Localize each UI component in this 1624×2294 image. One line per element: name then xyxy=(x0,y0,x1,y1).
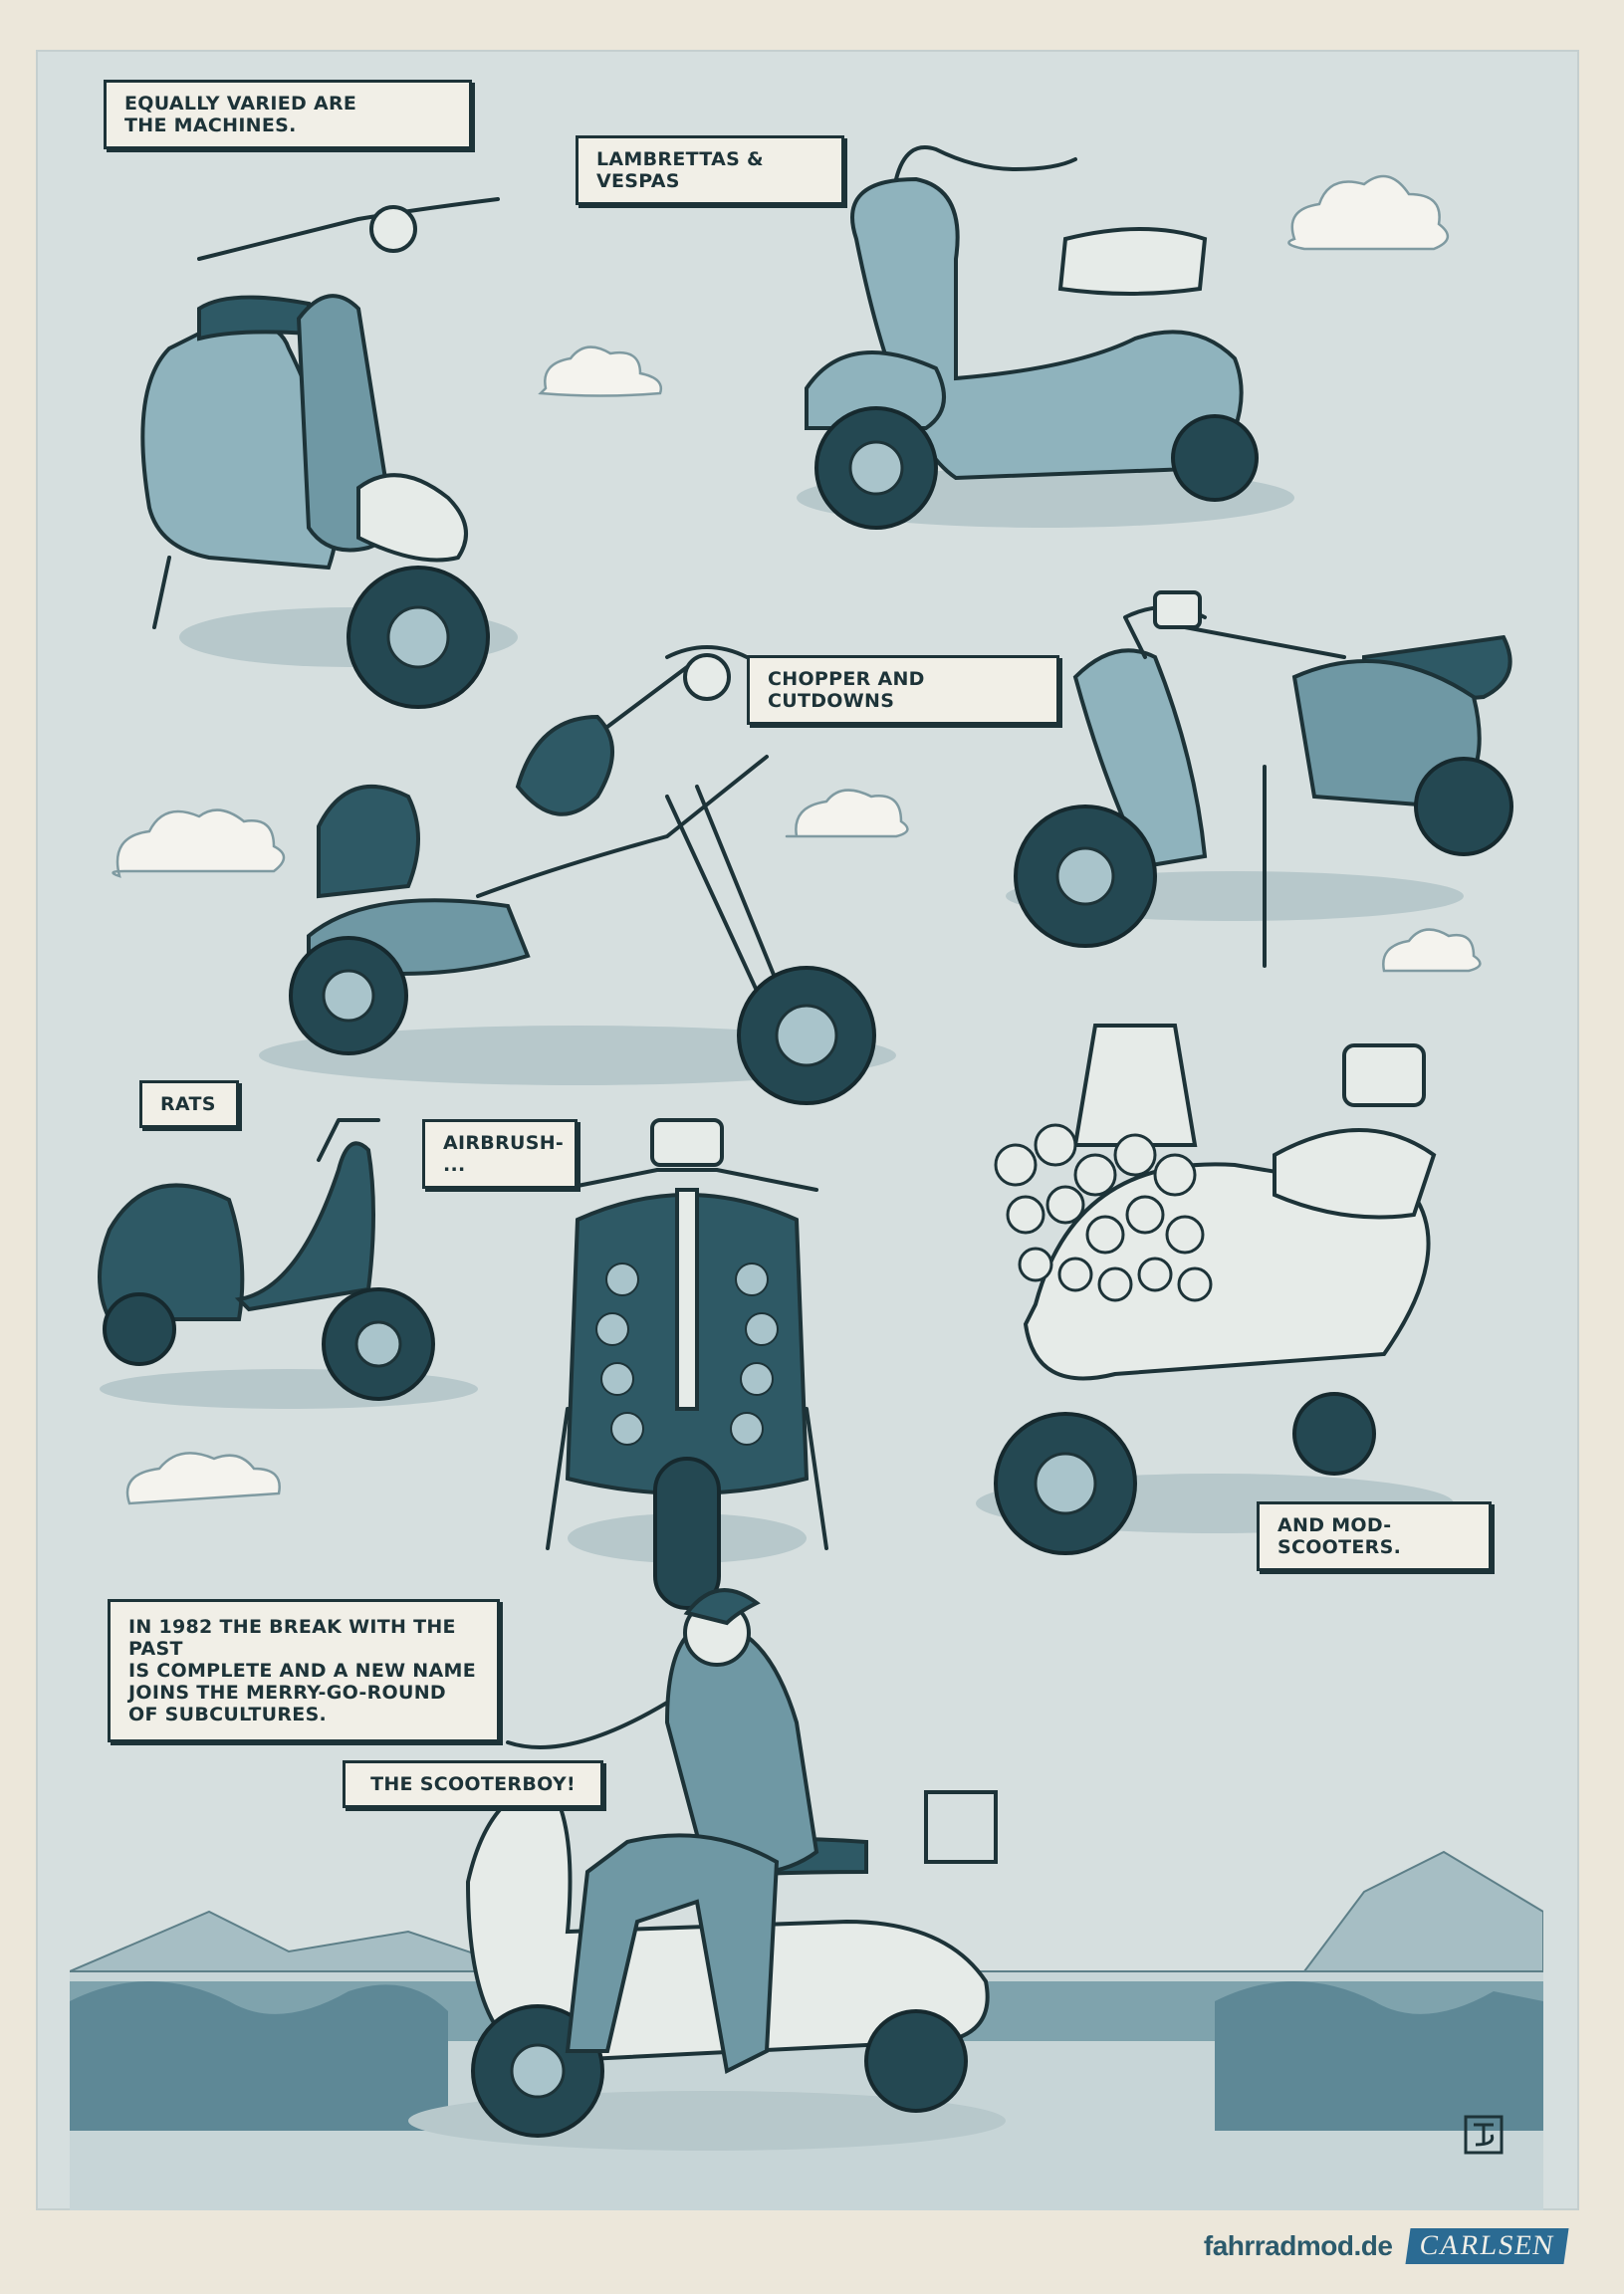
website-link[interactable]: fahrradmod.de xyxy=(1203,2230,1393,2261)
caption-scooterboy: THE SCOOTERBOY! xyxy=(343,1760,603,1808)
lambretta-scooter-illustration xyxy=(140,197,518,709)
cutdown-scooter-illustration xyxy=(1006,590,1513,968)
caption-airbrush: AIRBRUSH- ... xyxy=(422,1119,578,1189)
caption-chopper-cutdowns: CHOPPER AND CUTDOWNS xyxy=(747,655,1059,725)
rat-scooter-illustration xyxy=(98,1118,478,1409)
chopper-scooter-illustration xyxy=(259,645,896,1105)
airbrush-scooter-illustration xyxy=(546,1118,828,1610)
cloud-mid xyxy=(538,345,663,397)
footer: fahrradmod.de CARLSEN xyxy=(1203,2228,1569,2264)
cloud-top-right xyxy=(1287,174,1449,251)
caption-mod-scooters: AND MOD-SCOOTERS. xyxy=(1257,1501,1492,1571)
publisher-logo: CARLSEN xyxy=(1405,2228,1569,2264)
artist-monogram-icon xyxy=(1464,2115,1504,2155)
scooterboy-landscape-illustration xyxy=(70,1588,1543,2210)
vespa-scooter-illustration xyxy=(797,145,1294,530)
mod-scooter-illustration xyxy=(976,1024,1454,1555)
caption-rats: RATS xyxy=(139,1080,239,1128)
cloud-left xyxy=(112,808,286,878)
cloud-right-small xyxy=(1382,928,1482,973)
caption-1982: IN 1982 THE BREAK WITH THE PAST IS COMPL… xyxy=(108,1599,500,1742)
cloud-center xyxy=(785,789,909,838)
cloud-low-left xyxy=(125,1452,281,1505)
caption-machines: EQUALLY VARIED ARE THE MACHINES. xyxy=(104,80,472,149)
caption-lambrettas-vespas: LAMBRETTAS & VESPAS xyxy=(576,135,844,205)
